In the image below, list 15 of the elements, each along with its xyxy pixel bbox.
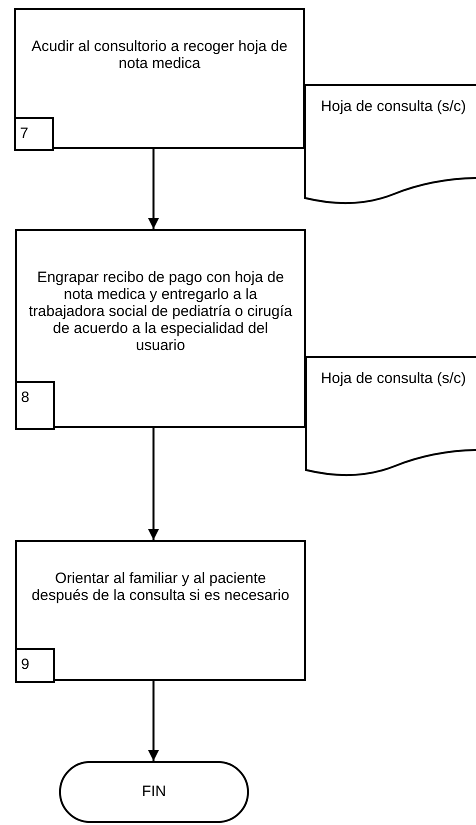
process-box (14, 8, 305, 149)
step-text: Acudir al consultorio a recoger hoja de nota medica (30, 38, 288, 72)
step-text: Orientar al familiar y al paciente después de la consulta si es necesario (30, 570, 290, 604)
document-label: Hoja de consulta (s/c) (320, 98, 466, 115)
document-label: Hoja de consulta (s/c) (320, 370, 466, 387)
arrow (148, 681, 159, 761)
step-text: Engrapar recibo de pago con hoja de nota medica y entregarlo a la trabajadora social de pediatría o cirugía de acuerdo a la especialidad del usuario (28, 269, 294, 354)
arrow (148, 428, 159, 540)
process-box (15, 540, 306, 681)
step-number: 9 (15, 648, 55, 683)
arrow (148, 149, 159, 229)
step-number: 8 (15, 381, 55, 430)
process-box (15, 229, 306, 428)
terminator-label: FIN (140, 783, 168, 800)
step-number: 7 (14, 117, 54, 151)
